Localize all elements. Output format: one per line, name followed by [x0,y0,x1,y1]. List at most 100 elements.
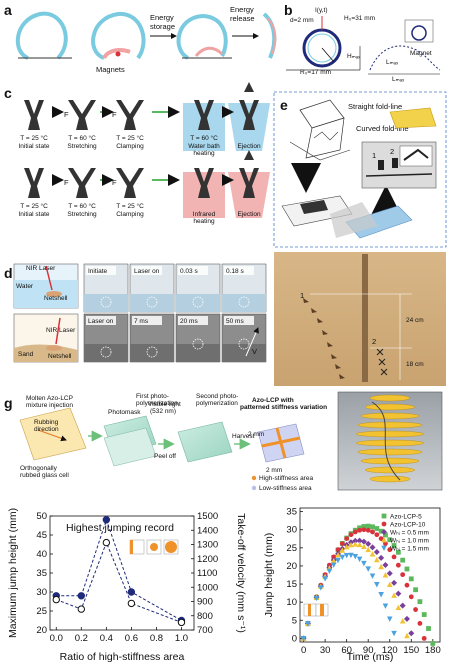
step-label-r2-c3: Clamping [116,211,144,218]
chart2-point-s2-27 [417,621,423,626]
chart1-xtick-label-5: 1.0 [175,633,188,644]
trail-sprite-4 [322,330,328,335]
hmax-label: Hₘₐₓ [347,53,361,60]
netshell-marker-r2-1 [100,346,112,358]
netshell-marker-r2-3 [192,338,204,350]
temp-label-r2-c2: T = 60 °C [68,202,96,210]
second-label-1: Second photo- [196,393,238,400]
sem-helix [356,394,424,483]
chart2-point-s5-13 [356,556,363,563]
temp-label-r1-c2: T = 60 °C [68,134,96,142]
chart2-legend-label-3: Wₕᵢ = 0.5 mm [390,530,429,537]
frame-label-r2-1: Laser on [88,318,114,325]
chart2-xtick-label-4: 120 [382,645,398,656]
legend-low-label: Low-stiffness area [259,485,312,492]
chart2-point-s3-24 [403,615,410,622]
frame-tag-r1-2 [132,266,162,275]
photo-number-1: 1 [372,151,376,160]
temp-label-r2-c3: T = 25 °C [116,202,144,210]
chart2-point-s2-17 [374,532,380,538]
chart2-point-s2-8 [335,547,341,553]
chart2-point-s4-18 [378,563,384,570]
sem-blade-1 [369,394,411,402]
chart1-inset-1-fill [130,540,133,554]
frame-bottom-r1-1 [84,294,128,312]
molten-label-2: mixture injection [26,402,73,409]
force-label-4: F [112,178,117,187]
chart2-point-s2-24 [404,582,410,588]
chart1-ytick-label-0: 20 [36,625,47,636]
water-label: Water [16,283,34,290]
chart1-xtick-label-2: 0.4 [100,633,113,644]
chart2-point-s1-20 [387,537,393,543]
gripper-r2-c4 [194,168,214,198]
chart2-ytick-label-1: 5 [292,615,297,626]
pattern-stripe-v [275,427,287,459]
azo-label-2: patterned stiffness variation [240,404,327,411]
chart2-legend-marker-3 [381,529,387,535]
ring-diagram-inner [307,33,337,63]
velocity-label: V [252,347,257,356]
chart2-ytick-label-7: 35 [286,507,297,518]
pincette-shaft [365,173,433,177]
chart2-point-s4-12 [352,541,359,547]
sem-blade-8 [360,457,420,465]
laser-beam-2 [55,317,61,345]
trail2-sprite-1 [376,348,384,356]
ejected-dart-r1 [244,82,254,92]
chart2-point-s1-19 [383,532,388,538]
trail-sprite-6 [331,354,337,359]
dim-label-2: 2 mm [266,467,282,474]
energy-storage-label-1: Energy [150,13,174,22]
chart2-point-s1-18 [378,528,384,534]
chart1-inset-3-fill [165,541,177,553]
chart2-point-s4-13 [356,541,363,548]
chart2-point-s3-25 [408,630,415,637]
azo-label-1: Azo-LCP with [252,397,294,404]
frame-label-r1-1: Initiate [88,268,108,275]
frame-bottom-r2-4 [222,344,266,362]
chart1-series [52,516,186,627]
chart2-xtick-label-0: 0 [301,645,306,656]
chart2-point-s5-9 [339,554,346,561]
ring-shell-3 [176,13,228,60]
temp-label-r1-c4: T = 60 °C [190,134,218,142]
gripper-r2-c2 [68,168,96,198]
panel-label-a: a [4,2,12,18]
frame-tag-r2-4 [224,316,254,325]
step-label-r2-c1: Initial state [18,211,49,218]
fold-base [289,141,351,161]
magnet-inset [404,19,434,43]
step-label-r1-c1: Initial state [18,143,49,150]
step-label2-r2-c4: heating [193,218,215,225]
chart2-point-s1-28 [421,612,427,617]
chart1-xtick-label-3: 0.6 [125,633,138,644]
frame-bottom-r2-3 [176,344,220,362]
chart2-inset-fill-2 [320,604,324,616]
gripper-r2-c1 [24,168,44,198]
chart2-point-s4-22 [395,604,402,611]
chart2-xtick-label-3: 90 [363,645,374,656]
sand-fill [14,344,78,362]
panel-label-g: g [4,395,13,411]
frame-label-r2-4: 50 ms [226,318,244,325]
chart2-point-s3-15 [365,540,372,547]
chart2-point-s2-23 [400,572,406,578]
first-label-1: First photo- [136,393,169,400]
panel-a: a Magnets Energy storage Energy release [4,2,277,74]
chart1-ytick-label-6: 50 [36,511,47,522]
energy-release-label-2: release [230,14,255,23]
straight-fold-label: Straight fold-line [348,102,402,111]
sem-blade-4 [357,421,423,429]
panel-f-gradient [274,252,446,386]
frame-bottom-r1-2 [130,294,174,312]
chart2-point-s5-17 [374,582,380,588]
pincette-tip-2 [392,158,398,168]
chart1-series-line-1 [56,518,182,621]
chart2-legend-marker-1 [381,513,387,519]
ejected-dart-r2 [244,150,254,160]
trail-number-1: 1 [300,291,304,300]
chart1-title-line: Highest jumping record [66,522,174,534]
chart1-y2tick-label-6: 1300 [197,540,218,551]
